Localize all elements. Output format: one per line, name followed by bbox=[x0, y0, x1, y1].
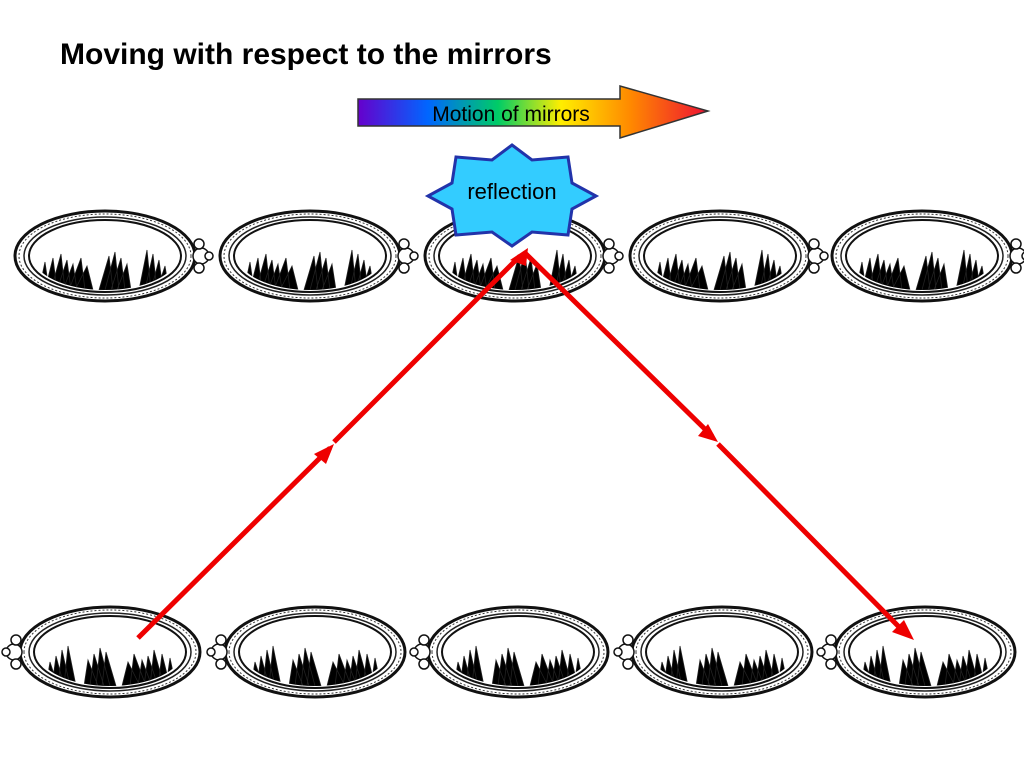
mirror-bottom-1 bbox=[2, 607, 200, 697]
reflection-label: reflection bbox=[467, 179, 556, 204]
mirror-top-2 bbox=[220, 211, 418, 301]
arrowhead-up-2 bbox=[510, 248, 528, 266]
ray-arrowheads bbox=[314, 248, 914, 640]
ray-segment-3 bbox=[522, 250, 714, 438]
slide-title: Moving with respect to the mirrors bbox=[60, 38, 552, 71]
arrowhead-down-1 bbox=[698, 424, 718, 442]
motion-label: Motion of mirrors bbox=[432, 103, 590, 126]
arrowhead-down-2 bbox=[892, 620, 914, 640]
mirror-top-4 bbox=[630, 211, 828, 301]
motion-arrow: Motion of mirrors bbox=[357, 85, 711, 140]
reflection-burst: reflection bbox=[424, 143, 600, 248]
mirror-bottom-4 bbox=[614, 607, 812, 697]
arrowhead-up-1 bbox=[314, 444, 334, 464]
star-burst-icon bbox=[424, 143, 600, 248]
mirror-bottom-5 bbox=[817, 607, 1015, 697]
mirror-bottom-3 bbox=[410, 607, 608, 697]
ray-segment-2 bbox=[332, 254, 522, 444]
gradient-arrow-shape bbox=[357, 85, 711, 140]
mirror-top-1 bbox=[15, 211, 213, 301]
light-ray bbox=[136, 250, 908, 640]
ray-segment-4 bbox=[716, 442, 908, 636]
mirror-bottom-2 bbox=[207, 607, 405, 697]
mirror-top-5 bbox=[832, 211, 1024, 301]
ray-segment-1 bbox=[136, 446, 332, 640]
